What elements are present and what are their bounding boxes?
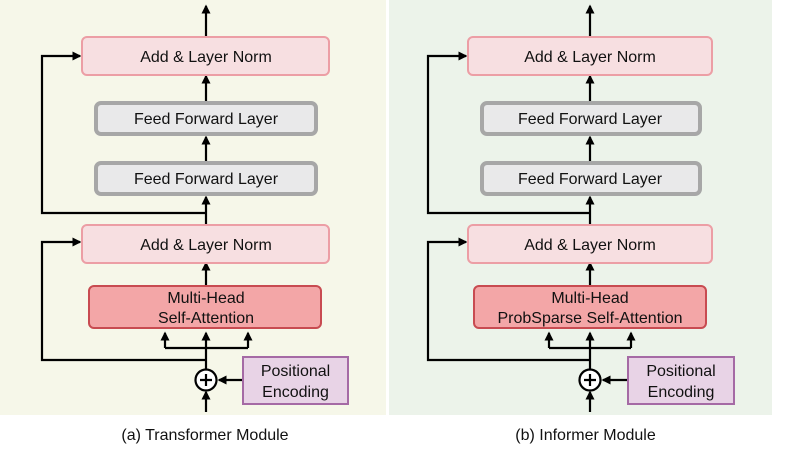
feed-forward-bottom-box	[480, 161, 702, 196]
feed-forward-top-box	[480, 101, 702, 136]
positional-label-line2: Encoding	[262, 384, 329, 401]
feed-forward-top-label: Feed Forward Layer	[518, 111, 663, 128]
panel-caption: (a) Transformer Module	[121, 427, 288, 444]
add-norm-bottom-label: Add & Layer Norm	[524, 237, 656, 254]
panel-caption: (b) Informer Module	[515, 427, 656, 444]
residual-loop-bottom	[40, 237, 206, 362]
feed-forward-top-box	[94, 101, 318, 136]
residual-loop-top	[426, 51, 590, 215]
feed-forward-top-label: Feed Forward Layer	[134, 111, 279, 128]
add-norm-bottom-label: Add & Layer Norm	[140, 237, 272, 254]
attention-label-line2: ProbSparse Self-Attention	[498, 310, 683, 327]
residual-loop-bottom	[426, 237, 590, 362]
attention-label-line1: Multi-Head	[167, 290, 244, 307]
add-norm-bottom-box	[467, 224, 713, 264]
add-norm-top-label: Add & Layer Norm	[140, 49, 272, 66]
attention-label-line2: Self-Attention	[158, 310, 254, 327]
feed-forward-bottom-label: Feed Forward Layer	[518, 171, 663, 188]
positional-label-line2: Encoding	[648, 384, 715, 401]
residual-loop-top	[40, 51, 206, 215]
attention-box	[88, 285, 322, 329]
feed-forward-bottom-label: Feed Forward Layer	[134, 171, 279, 188]
plus-icon	[584, 374, 596, 386]
feed-forward-bottom-box	[94, 161, 318, 196]
add-norm-top-box	[81, 36, 330, 76]
attention-label-line1: Multi-Head	[551, 290, 628, 307]
add-norm-top-label: Add & Layer Norm	[524, 49, 656, 66]
positional-encoding-box	[627, 356, 735, 405]
positional-label-line1: Positional	[646, 363, 715, 380]
positional-label-line1: Positional	[261, 363, 330, 380]
add-norm-top-box	[467, 36, 713, 76]
attention-box	[473, 285, 707, 329]
plus-icon	[200, 374, 212, 386]
add-norm-bottom-box	[81, 224, 330, 264]
positional-encoding-box	[242, 356, 349, 405]
